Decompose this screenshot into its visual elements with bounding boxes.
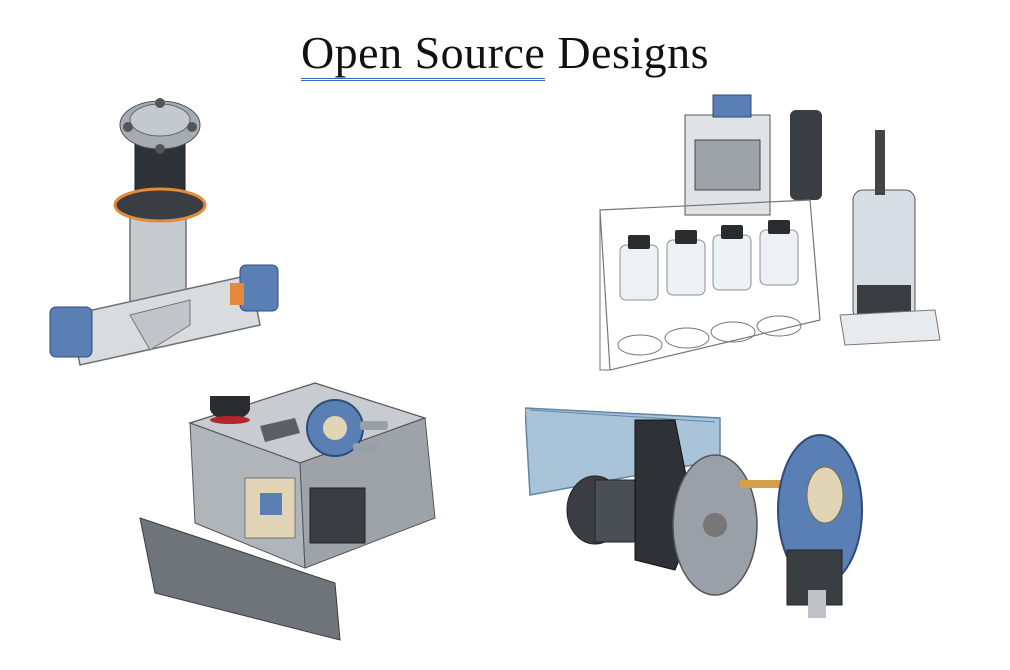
slide-title: Open Source Designs	[0, 26, 1010, 81]
pipe-flow-cell-figure	[40, 85, 300, 375]
open-source-link[interactable]: Open Source	[300, 27, 546, 81]
pump-control-box-figure	[135, 378, 440, 643]
bottle-rack-autosampler-figure	[595, 70, 945, 380]
title-rest: Designs	[557, 27, 710, 78]
motor-pump-assembly-figure	[525, 400, 875, 620]
